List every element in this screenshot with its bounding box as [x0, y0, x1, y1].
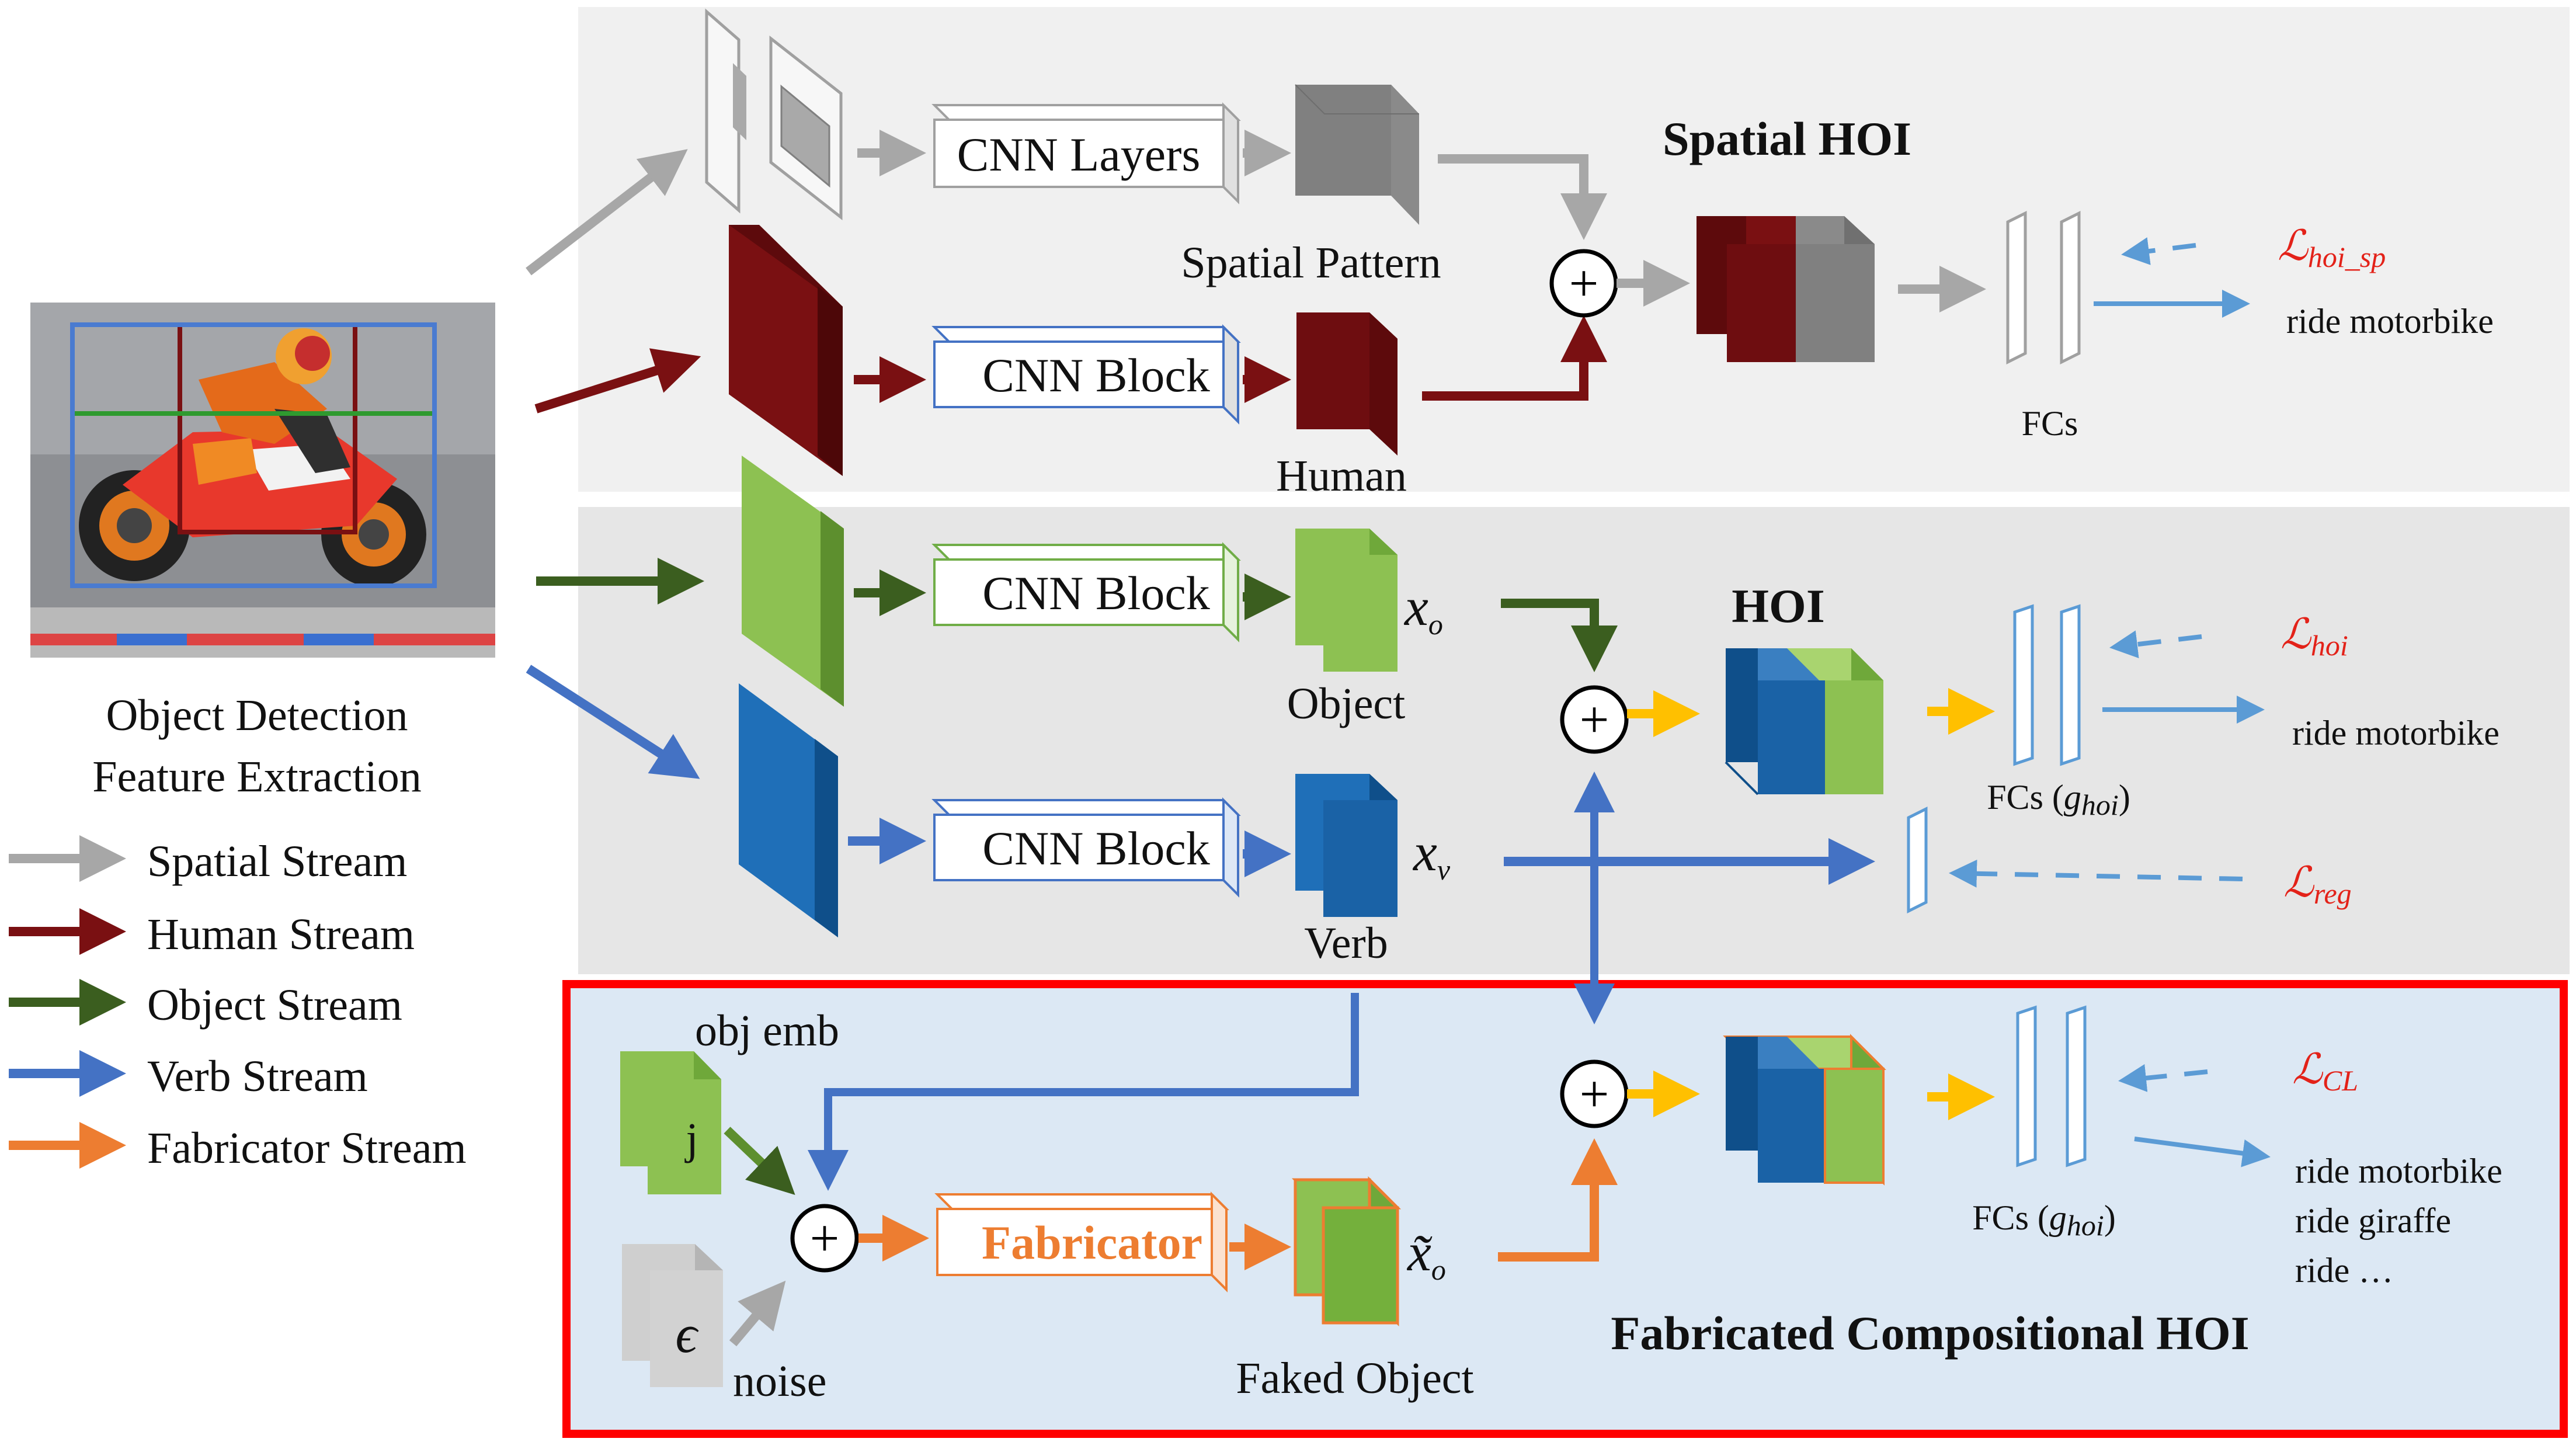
spatial-fcs — [2006, 210, 2081, 365]
spatial-pattern-cube — [1295, 84, 1419, 225]
human-feature-label: Human — [1276, 451, 1407, 501]
verb-cnn-block-box: CNN Block — [931, 797, 1241, 898]
object-feature-cube — [1295, 529, 1397, 672]
caption-line2: Feature Extraction — [92, 752, 421, 801]
spatial-plus-node: + — [1549, 249, 1618, 318]
spatial-panel — [578, 7, 2570, 492]
fabricated-plus-node: + — [1560, 1059, 1629, 1128]
reg-loss-arrow — [1949, 859, 2243, 888]
hoi-prediction: ride motorbike — [2292, 714, 2499, 752]
noise-symbol: ϵ — [675, 1304, 699, 1364]
arrow-object-to-hoi-plus — [1501, 599, 1618, 672]
fabricated-plus-symbol: + — [1580, 1065, 1609, 1123]
faked-object-label: Faked Object — [1236, 1354, 1473, 1403]
verb-feature-cube — [1295, 774, 1397, 917]
fabricated-panel — [562, 980, 2568, 1438]
faked-object-symbol: x̃o — [1406, 1222, 1446, 1286]
fabricator-label: Fabricator — [982, 1216, 1202, 1269]
verb-cnn-label: CNN Block — [982, 822, 1210, 875]
human-feature-slab — [729, 225, 843, 476]
arrow-noise-to-plus — [729, 1280, 786, 1347]
fabricated-output-arrow — [2134, 1137, 2271, 1168]
arrow-input-human — [534, 348, 701, 414]
legend-label-verb: Verb Stream — [147, 1052, 368, 1101]
object-cnn-block-box: CNN Block — [931, 542, 1241, 642]
human-feature-cube — [1296, 312, 1397, 456]
obj-emb-cube — [620, 1051, 721, 1194]
fabricated-prediction-2: ride giraffe — [2295, 1201, 2451, 1240]
fabricator-box: Fabricator — [934, 1191, 1229, 1292]
spatial-plus-symbol: + — [1569, 255, 1599, 312]
arrow-input-spatial — [526, 149, 688, 276]
spatial-map-frames — [705, 8, 843, 221]
human-cnn-label: CNN Block — [982, 349, 1210, 402]
hoi-concat-feature — [1725, 648, 1883, 795]
object-cnn-label: CNN Block — [982, 567, 1210, 620]
noise-label: noise — [733, 1357, 826, 1406]
human-cnn-block-box: CNN Block — [931, 324, 1241, 425]
spatial-prediction: ride motorbike — [2286, 302, 2494, 340]
fabricated-fcs — [2016, 1005, 2087, 1168]
reg-fc — [1907, 806, 1928, 914]
hoi-loss: ℒhoi — [2280, 611, 2348, 662]
hoi-plus-node: + — [1560, 685, 1629, 754]
legend: Spatial Stream Human Stream Object Strea… — [9, 835, 467, 1173]
cl-loss-arrow — [2118, 1064, 2208, 1092]
spatial-fcs-label: FCs — [2022, 404, 2078, 443]
cl-loss: ℒCL — [2292, 1046, 2358, 1097]
spatial-cnn-label: CNN Layers — [957, 128, 1201, 181]
spatial-hoi-title: Spatial HOI — [1663, 112, 1911, 165]
spatial-loss-arrow — [2121, 237, 2196, 265]
fabricator-plus-node: + — [790, 1204, 859, 1273]
object-feature-label: Object — [1287, 679, 1406, 728]
hoi-title: HOI — [1732, 579, 1824, 633]
arrow-spatial-pattern-to-plus — [1438, 154, 1607, 240]
hoi-loss-arrow — [2109, 630, 2202, 659]
noise-cube — [622, 1244, 723, 1387]
reg-loss: ℒreg — [2283, 859, 2352, 910]
faked-object-cube — [1291, 1176, 1402, 1327]
arrow-obj-emb-to-plus — [724, 1127, 795, 1196]
fabricated-concat-feature — [1723, 1034, 1886, 1186]
object-symbol: xo — [1403, 577, 1443, 641]
obj-emb-label: obj emb — [695, 1006, 839, 1055]
spatial-hoi-concat-feature — [1697, 216, 1875, 362]
verb-feature-label: Verb — [1304, 919, 1388, 968]
arrow-human-feature-to-plus — [1422, 315, 1607, 401]
spatial-cnn-layers-box: CNN Layers — [931, 102, 1241, 204]
fabricated-prediction-3: ride … — [2295, 1251, 2393, 1290]
input-image — [30, 303, 495, 658]
legend-label-human: Human Stream — [147, 910, 415, 959]
arrow-faked-to-plus — [1498, 1138, 1618, 1262]
legend-label-spatial: Spatial Stream — [147, 837, 407, 886]
object-feature-slab — [742, 456, 844, 707]
hoi-fcs-label: FCs (ghoi) — [1987, 778, 2130, 821]
fabricated-prediction-1: ride motorbike — [2295, 1152, 2502, 1190]
fabricated-fcs-label: FCs (ghoi) — [1972, 1198, 2116, 1242]
spatial-pattern-label: Spatial Pattern — [1181, 238, 1441, 287]
caption-line1: Object Detection — [106, 691, 408, 740]
hoi-fcs — [2013, 604, 2081, 766]
union-box — [70, 322, 437, 588]
verb-symbol: xv — [1412, 822, 1451, 886]
legend-label-fabricator: Fabricator Stream — [147, 1124, 467, 1173]
legend-label-object: Object Stream — [147, 981, 402, 1030]
arrow-input-verb — [526, 665, 700, 779]
spatial-loss: ℒhoi_sp — [2278, 223, 2386, 273]
arrow-verb-to-fabricator — [808, 993, 1359, 1191]
hoi-plus-symbol: + — [1580, 691, 1609, 749]
fabricated-title: Fabricated Compositional HOI — [1611, 1307, 2249, 1360]
verb-feature-slab — [739, 683, 838, 937]
obj-emb-symbol: j — [684, 1114, 698, 1163]
fabricator-plus-symbol: + — [810, 1210, 840, 1267]
